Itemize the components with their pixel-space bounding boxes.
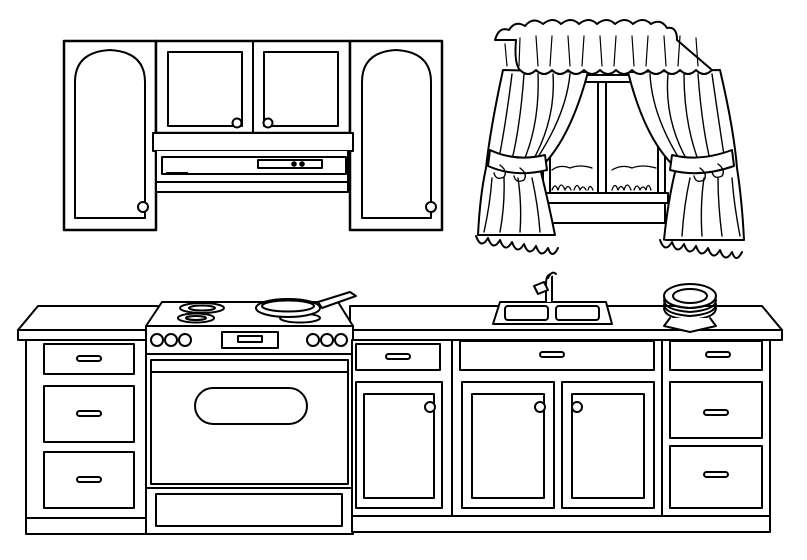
drawer-handle	[386, 354, 410, 359]
right-curtain	[628, 70, 744, 258]
cabinet-knob	[426, 202, 436, 212]
cabinet-door	[462, 382, 554, 508]
window-sill	[540, 193, 668, 203]
drawer-handle	[704, 410, 728, 415]
control-knob	[151, 334, 163, 346]
control-knob	[307, 334, 319, 346]
drawer-handle	[77, 356, 101, 361]
control-knob	[321, 334, 333, 346]
left-drawer-cabinet	[26, 340, 148, 534]
drawer-handle	[77, 477, 101, 482]
plate-stack	[664, 284, 716, 332]
stove	[146, 292, 356, 534]
control-knob	[335, 334, 347, 346]
window-with-curtains	[476, 20, 744, 258]
drawer-handle	[77, 411, 101, 416]
upper-right-cabinet	[350, 41, 442, 230]
frying-pan	[256, 292, 356, 317]
range-hood	[153, 133, 353, 192]
cabinet-knob	[233, 119, 242, 128]
drawer-handle	[706, 352, 730, 357]
drawer-handle	[704, 472, 728, 477]
left-curtain	[476, 70, 588, 254]
upper-cabinets	[64, 41, 442, 230]
sink-with-faucet	[493, 273, 612, 324]
cabinet-knob	[138, 202, 148, 212]
cabinet-knob	[264, 119, 273, 128]
oven-window	[195, 388, 307, 424]
control-knob	[165, 334, 177, 346]
cabinet-door	[356, 382, 442, 508]
control-knob	[179, 334, 191, 346]
cabinet-door	[562, 382, 654, 508]
drawer-handle	[540, 352, 564, 357]
upper-left-cabinet	[64, 41, 156, 230]
window-plants	[552, 166, 656, 190]
upper-center-cabinet	[156, 41, 350, 133]
curtain-valance	[495, 20, 712, 74]
right-base-cabinets	[352, 340, 770, 532]
